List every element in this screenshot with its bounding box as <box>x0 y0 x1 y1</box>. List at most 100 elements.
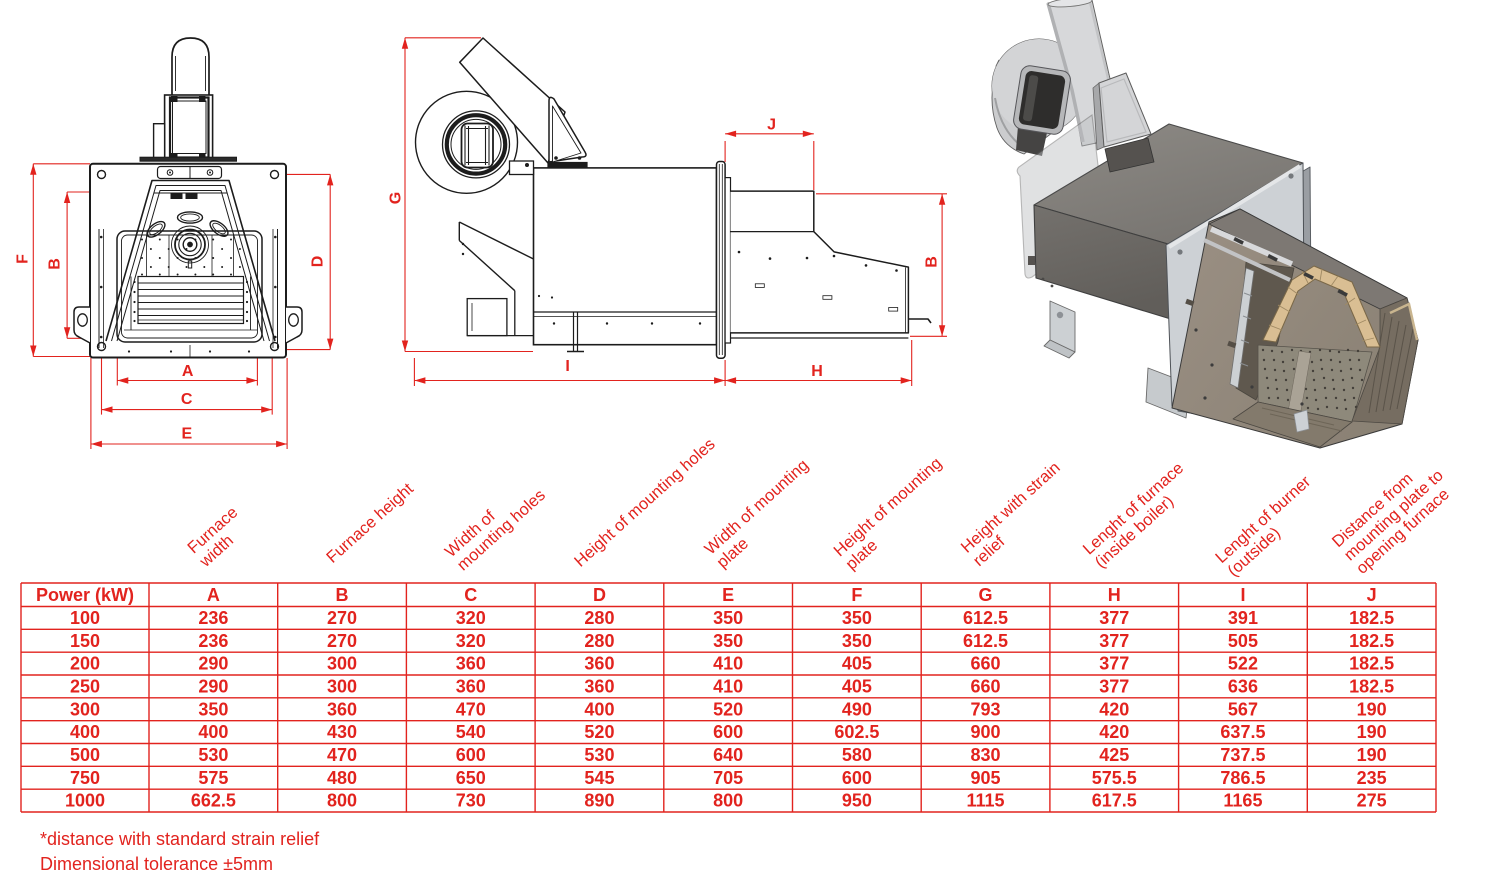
svg-text:377: 377 <box>1099 631 1129 651</box>
svg-text:C: C <box>464 585 477 605</box>
svg-text:Dimensional tolerance ±5mm: Dimensional tolerance ±5mm <box>40 854 273 874</box>
svg-text:280: 280 <box>584 608 614 628</box>
svg-text:320: 320 <box>456 608 486 628</box>
svg-text:235: 235 <box>1357 768 1387 788</box>
svg-text:567: 567 <box>1228 699 1258 719</box>
svg-text:*distance with standard strain: *distance with standard strain relief <box>40 829 320 849</box>
svg-text:190: 190 <box>1357 699 1387 719</box>
svg-text:950: 950 <box>842 791 872 811</box>
svg-text:905: 905 <box>971 768 1001 788</box>
svg-text:480: 480 <box>327 768 357 788</box>
svg-text:360: 360 <box>584 654 614 674</box>
svg-text:800: 800 <box>327 791 357 811</box>
svg-text:350: 350 <box>842 608 872 628</box>
svg-text:640: 640 <box>713 745 743 765</box>
svg-text:Height with strain: Height with strain <box>958 459 1064 557</box>
svg-text:Width of mounting: Width of mounting <box>701 456 812 558</box>
svg-text:617.5: 617.5 <box>1092 791 1137 811</box>
svg-text:F: F <box>851 585 862 605</box>
svg-text:G: G <box>388 192 405 204</box>
svg-text:182.5: 182.5 <box>1349 654 1394 674</box>
svg-text:600: 600 <box>713 722 743 742</box>
svg-text:E: E <box>181 426 192 443</box>
svg-text:236: 236 <box>198 631 228 651</box>
svg-text:650: 650 <box>456 768 486 788</box>
svg-text:320: 320 <box>456 631 486 651</box>
svg-text:391: 391 <box>1228 608 1258 628</box>
svg-text:150: 150 <box>70 631 100 651</box>
svg-text:602.5: 602.5 <box>834 722 879 742</box>
svg-text:360: 360 <box>327 699 357 719</box>
svg-text:Power (kW): Power (kW) <box>36 585 134 605</box>
svg-text:300: 300 <box>70 699 100 719</box>
svg-text:600: 600 <box>842 768 872 788</box>
svg-text:182.5: 182.5 <box>1349 676 1394 696</box>
svg-text:190: 190 <box>1357 722 1387 742</box>
svg-text:1165: 1165 <box>1223 791 1262 811</box>
svg-text:290: 290 <box>198 654 228 674</box>
svg-text:750: 750 <box>70 768 100 788</box>
svg-text:377: 377 <box>1099 608 1129 628</box>
svg-text:612.5: 612.5 <box>963 608 1008 628</box>
svg-text:430: 430 <box>327 722 357 742</box>
svg-text:530: 530 <box>584 745 614 765</box>
svg-text:490: 490 <box>842 699 872 719</box>
svg-text:236: 236 <box>198 608 228 628</box>
svg-text:545: 545 <box>584 768 614 788</box>
svg-text:470: 470 <box>327 745 357 765</box>
svg-text:737.5: 737.5 <box>1220 745 1265 765</box>
svg-text:360: 360 <box>584 676 614 696</box>
svg-text:270: 270 <box>327 608 357 628</box>
svg-text:F: F <box>15 254 32 264</box>
svg-text:300: 300 <box>327 654 357 674</box>
svg-text:A: A <box>207 585 220 605</box>
svg-text:270: 270 <box>327 631 357 651</box>
svg-text:B: B <box>336 585 349 605</box>
svg-text:H: H <box>811 363 823 380</box>
svg-text:275: 275 <box>1357 791 1387 811</box>
svg-text:530: 530 <box>198 745 228 765</box>
svg-text:280: 280 <box>584 631 614 651</box>
svg-text:405: 405 <box>842 654 872 674</box>
svg-text:600: 600 <box>456 745 486 765</box>
svg-text:505: 505 <box>1228 631 1258 651</box>
svg-text:J: J <box>1367 585 1377 605</box>
svg-text:786.5: 786.5 <box>1220 768 1265 788</box>
svg-text:900: 900 <box>971 722 1001 742</box>
svg-text:612.5: 612.5 <box>963 631 1008 651</box>
svg-text:B: B <box>924 256 941 268</box>
svg-text:360: 360 <box>456 654 486 674</box>
svg-text:730: 730 <box>456 791 486 811</box>
svg-text:410: 410 <box>713 676 743 696</box>
svg-text:G: G <box>979 585 993 605</box>
svg-text:400: 400 <box>70 722 100 742</box>
svg-text:420: 420 <box>1099 722 1129 742</box>
svg-text:662.5: 662.5 <box>191 791 236 811</box>
svg-text:400: 400 <box>198 722 228 742</box>
svg-text:500: 500 <box>70 745 100 765</box>
svg-text:D: D <box>310 256 327 268</box>
svg-text:660: 660 <box>971 654 1001 674</box>
svg-text:890: 890 <box>584 791 614 811</box>
svg-text:Furnace height: Furnace height <box>323 479 417 566</box>
svg-text:420: 420 <box>1099 699 1129 719</box>
svg-text:377: 377 <box>1099 654 1129 674</box>
svg-text:520: 520 <box>713 699 743 719</box>
svg-text:350: 350 <box>713 631 743 651</box>
svg-text:350: 350 <box>842 631 872 651</box>
svg-text:H: H <box>1108 585 1121 605</box>
svg-text:I: I <box>1240 585 1245 605</box>
svg-text:520: 520 <box>584 722 614 742</box>
svg-text:E: E <box>722 585 734 605</box>
svg-text:300: 300 <box>327 676 357 696</box>
svg-text:350: 350 <box>198 699 228 719</box>
svg-text:793: 793 <box>971 699 1001 719</box>
svg-text:705: 705 <box>713 768 743 788</box>
svg-text:182.5: 182.5 <box>1349 631 1394 651</box>
svg-text:I: I <box>565 358 569 375</box>
svg-text:Height of mounting holes: Height of mounting holes <box>571 435 719 571</box>
svg-text:1000: 1000 <box>65 791 105 811</box>
svg-text:800: 800 <box>713 791 743 811</box>
svg-text:1115: 1115 <box>967 791 1005 811</box>
svg-text:J: J <box>767 117 776 134</box>
